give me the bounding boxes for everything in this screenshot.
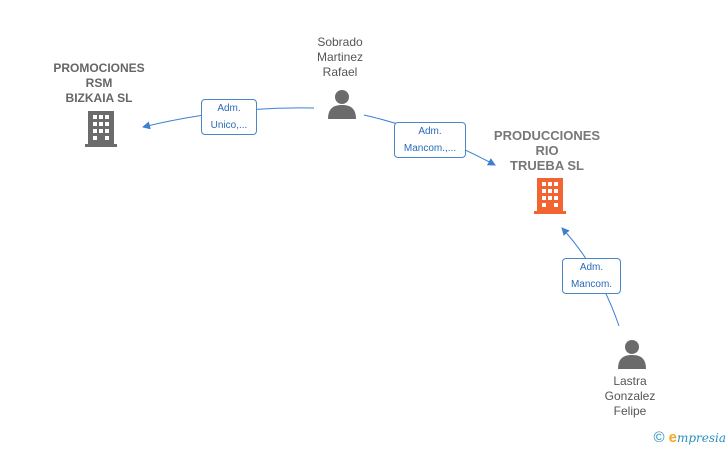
building-icon[interactable] xyxy=(534,178,566,214)
node-label-promociones[interactable]: PROMOCIONES RSM BIZKAIA SL xyxy=(53,61,145,105)
brand-name: mpresia xyxy=(676,431,726,445)
node-label-sobrado[interactable]: Sobrado Martinez Rafael xyxy=(316,35,363,79)
footer-brand[interactable]: © empresia xyxy=(654,429,726,446)
person-icon[interactable] xyxy=(327,89,357,119)
edge-label-adm-mancom-2[interactable]: Adm. Mancom. xyxy=(562,258,621,294)
person-icon[interactable] xyxy=(617,339,647,369)
copyright-icon: © xyxy=(653,429,665,446)
edge-label-adm-mancom-1[interactable]: Adm. Mancom.,... xyxy=(394,122,466,158)
brand-logo: empresia xyxy=(669,429,726,446)
building-icon[interactable] xyxy=(85,111,117,147)
node-label-lastra[interactable]: Lastra Gonzalez Felipe xyxy=(604,374,656,418)
brand-initial: e xyxy=(668,429,677,446)
node-label-producciones[interactable]: PRODUCCIONES RIO TRUEBA SL xyxy=(493,128,601,173)
edge-label-adm-unico[interactable]: Adm. Unico,... xyxy=(201,99,257,135)
